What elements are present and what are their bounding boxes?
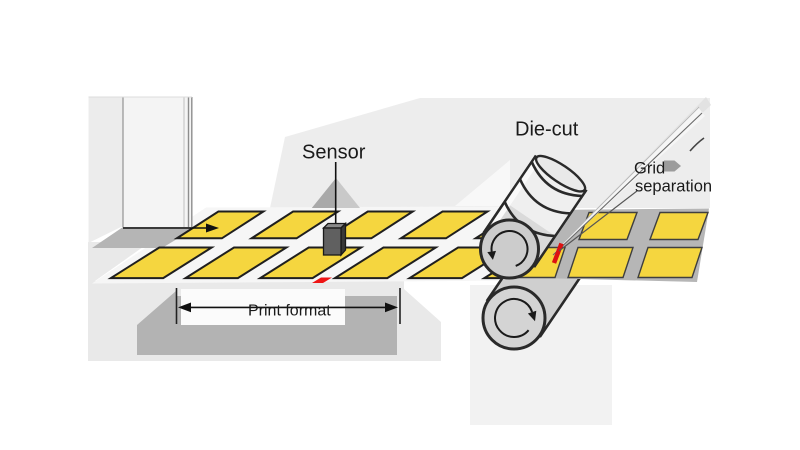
svg-text:Die-cut: Die-cut xyxy=(515,119,579,141)
svg-text:Print format: Print format xyxy=(248,303,331,320)
svg-text:Grid: Grid xyxy=(634,160,665,178)
svg-text:Sensor: Sensor xyxy=(302,142,366,164)
svg-text:separation: separation xyxy=(635,178,712,196)
